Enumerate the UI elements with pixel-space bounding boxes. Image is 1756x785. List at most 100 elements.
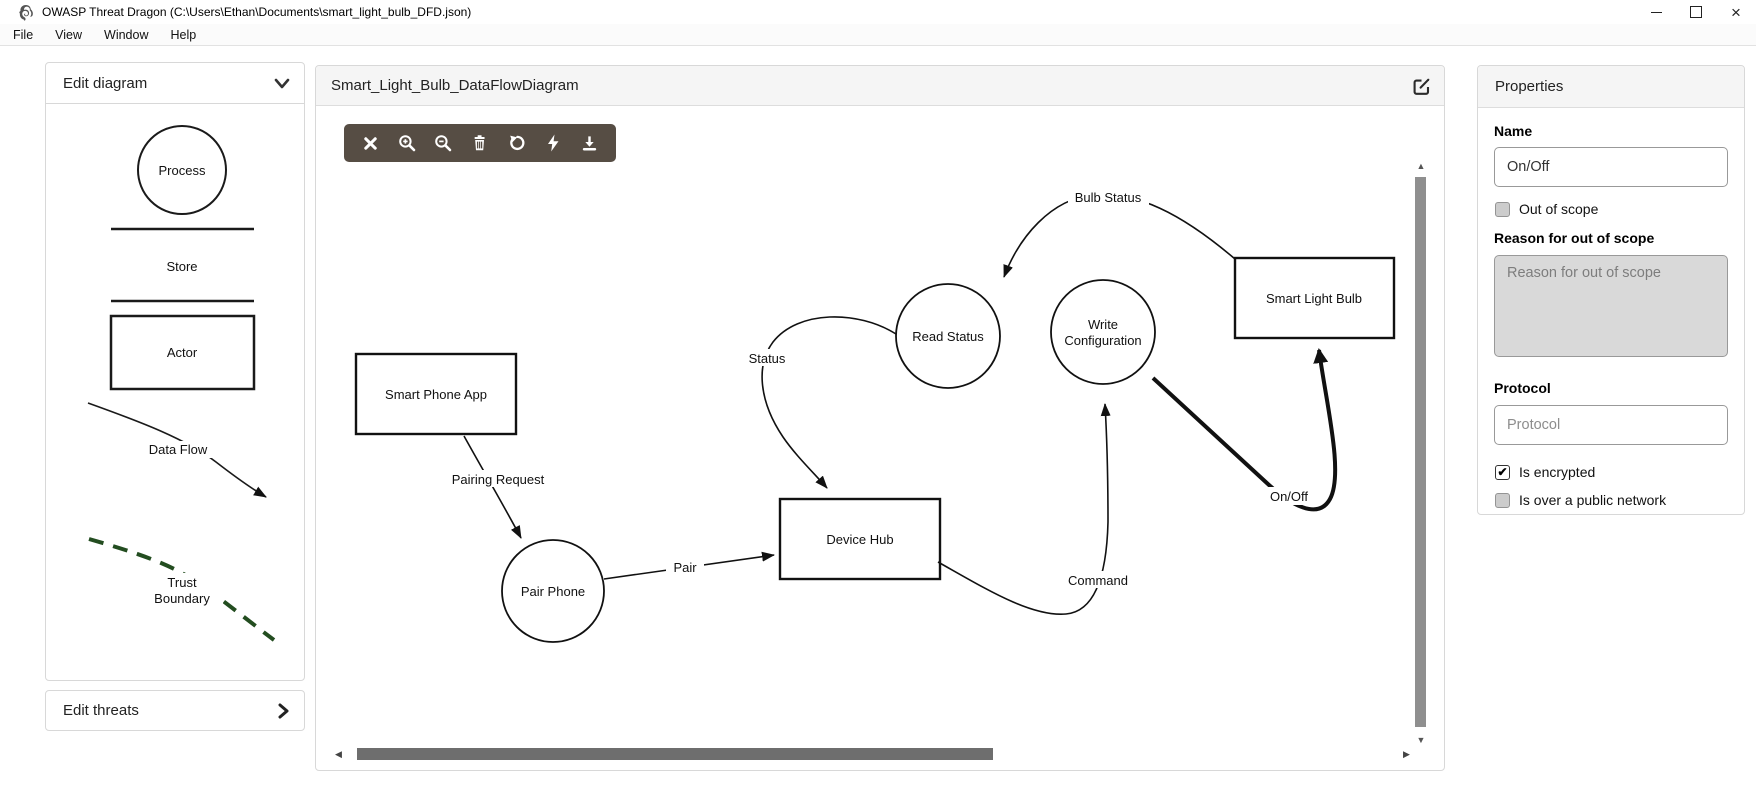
scroll-left-icon: ◀ <box>335 749 342 759</box>
out-of-scope-checkbox[interactable]: ✔ <box>1495 201 1510 217</box>
minimize-button[interactable] <box>1636 0 1676 24</box>
edge-pair[interactable]: Pair <box>603 551 775 580</box>
edge-on-off-selected[interactable]: On/Off <box>1151 348 1338 512</box>
svg-text:Read Status: Read Status <box>912 329 984 344</box>
svg-text:Status: Status <box>749 351 786 366</box>
delete-icon <box>475 135 486 151</box>
node-read-status[interactable]: Read Status <box>895 283 1001 389</box>
stencil-actor[interactable]: Actor <box>109 314 256 391</box>
minimize-icon <box>1650 11 1662 13</box>
name-label: Name <box>1494 123 1533 139</box>
edit-threats-panel[interactable]: Edit threats <box>45 690 305 731</box>
edge-bulb-status[interactable]: Bulb Status <box>1003 188 1236 278</box>
menu-view[interactable]: View <box>55 27 83 42</box>
menu-window[interactable]: Window <box>104 27 149 42</box>
window-titlebar: OWASP Threat Dragon (C:\Users\Ethan\Docu… <box>0 0 1756 24</box>
zoom-out-tool[interactable] <box>433 133 453 153</box>
horizontal-scroll-thumb[interactable] <box>357 748 993 760</box>
scroll-up-button[interactable]: ▲ <box>1414 159 1428 173</box>
public-network-checkbox[interactable]: ✔ <box>1495 492 1510 508</box>
properties-title: Properties <box>1495 78 1564 95</box>
svg-text:Smart Light Bulb: Smart Light Bulb <box>1266 291 1362 306</box>
svg-text:Smart Phone App: Smart Phone App <box>385 387 487 402</box>
edge-pairing-request[interactable]: Pairing Request <box>448 435 548 539</box>
svg-text:Command: Command <box>1068 573 1128 588</box>
svg-text:Data Flow: Data Flow <box>149 442 208 457</box>
stencil-store[interactable]: Store <box>111 227 254 303</box>
reason-label: Reason for out of scope <box>1494 230 1655 246</box>
svg-text:Trust: Trust <box>167 575 197 590</box>
svg-text:Configuration: Configuration <box>1064 333 1141 348</box>
flash-tool[interactable] <box>543 133 563 153</box>
svg-text:Pair Phone: Pair Phone <box>521 584 585 599</box>
chevron-right-icon <box>278 703 289 718</box>
zoom-out-icon <box>435 135 452 152</box>
scroll-right-icon: ▶ <box>1403 749 1410 759</box>
svg-text:Bulb Status: Bulb Status <box>1075 190 1142 205</box>
close-icon: × <box>1731 2 1741 22</box>
diagram-surface[interactable]: Smart Phone App Pair Phone Device Hub Re… <box>318 107 1414 747</box>
scroll-right-button[interactable]: ▶ <box>1399 747 1414 762</box>
svg-text:Store: Store <box>166 259 197 274</box>
diagram-toolbar <box>344 124 616 162</box>
scroll-left-button[interactable]: ◀ <box>331 747 346 762</box>
maximize-button[interactable] <box>1676 0 1716 24</box>
svg-text:Boundary: Boundary <box>154 591 210 606</box>
stencil-process[interactable]: Process <box>137 125 227 215</box>
svg-text:Device Hub: Device Hub <box>826 532 893 547</box>
vertical-scroll-thumb[interactable] <box>1415 177 1426 727</box>
node-smart-light-bulb[interactable]: Smart Light Bulb <box>1233 256 1396 340</box>
flash-icon <box>548 134 559 152</box>
zoom-in-tool[interactable] <box>397 133 417 153</box>
stencil-data-flow[interactable]: Data Flow <box>87 402 267 498</box>
check-icon: ✔ <box>1497 464 1508 479</box>
stencil-trust-boundary[interactable]: Trust Boundary <box>88 537 276 642</box>
edge-command[interactable]: Command <box>937 403 1135 615</box>
properties-panel: Properties Name ✔ Out of scope Reason fo… <box>1477 65 1745 515</box>
node-pair-phone[interactable]: Pair Phone <box>501 539 605 643</box>
svg-text:On/Off: On/Off <box>1270 489 1308 504</box>
menu-file[interactable]: File <box>13 27 34 42</box>
scroll-down-button[interactable]: ▼ <box>1414 733 1428 747</box>
maximize-icon <box>1690 6 1702 18</box>
name-input[interactable] <box>1494 147 1728 187</box>
scroll-down-icon: ▼ <box>1416 735 1426 745</box>
close-button[interactable]: × <box>1716 0 1756 24</box>
edit-diagram-title: Edit diagram <box>63 74 148 92</box>
reason-textarea[interactable] <box>1494 255 1728 357</box>
chevron-down-icon <box>274 78 290 88</box>
is-encrypted-checkbox[interactable]: ✔ <box>1495 464 1510 480</box>
diagram-canvas-panel: Smart_Light_Bulb_DataFlowDiagram <box>315 65 1445 771</box>
edit-diagram-header[interactable]: Edit diagram <box>46 63 304 104</box>
edit-pencil-icon <box>1413 78 1429 95</box>
close-icon <box>364 136 377 150</box>
stencil-list: Process Store Actor Data Flow Trust Boun… <box>87 125 276 642</box>
download-tool[interactable] <box>580 133 600 153</box>
public-network-label: Is over a public network <box>1519 492 1667 508</box>
threat-dragon-logo-icon <box>19 5 33 21</box>
edge-status[interactable]: Status <box>742 316 897 489</box>
out-of-scope-label: Out of scope <box>1519 201 1599 217</box>
canvas-vertical-scrollbar[interactable]: ▲ ▼ <box>1414 159 1428 747</box>
canvas-horizontal-scrollbar[interactable]: ◀ ▶ <box>331 747 1414 762</box>
node-write-configuration[interactable]: Write Configuration <box>1050 279 1156 385</box>
zoom-in-icon <box>399 135 416 152</box>
scroll-up-icon: ▲ <box>1416 161 1426 171</box>
undo-icon <box>509 135 524 151</box>
node-device-hub[interactable]: Device Hub <box>778 497 942 581</box>
diagram-title: Smart_Light_Bulb_DataFlowDiagram <box>331 77 579 94</box>
svg-text:Pair: Pair <box>673 560 697 575</box>
properties-header: Properties <box>1478 66 1744 108</box>
diagram-title-bar: Smart_Light_Bulb_DataFlowDiagram <box>316 66 1444 106</box>
menu-help[interactable]: Help <box>170 27 197 42</box>
close-diagram-tool[interactable] <box>360 133 380 153</box>
edit-diagram-properties-button[interactable] <box>1411 76 1431 96</box>
svg-text:Pairing Request: Pairing Request <box>452 472 545 487</box>
node-smart-phone-app[interactable]: Smart Phone App <box>354 352 518 436</box>
is-encrypted-label: Is encrypted <box>1519 464 1596 480</box>
delete-tool[interactable] <box>470 133 490 153</box>
menu-bar: File View Window Help <box>0 24 1756 46</box>
undo-tool[interactable] <box>507 133 527 153</box>
svg-text:Write: Write <box>1088 317 1118 332</box>
protocol-input[interactable] <box>1494 405 1728 445</box>
